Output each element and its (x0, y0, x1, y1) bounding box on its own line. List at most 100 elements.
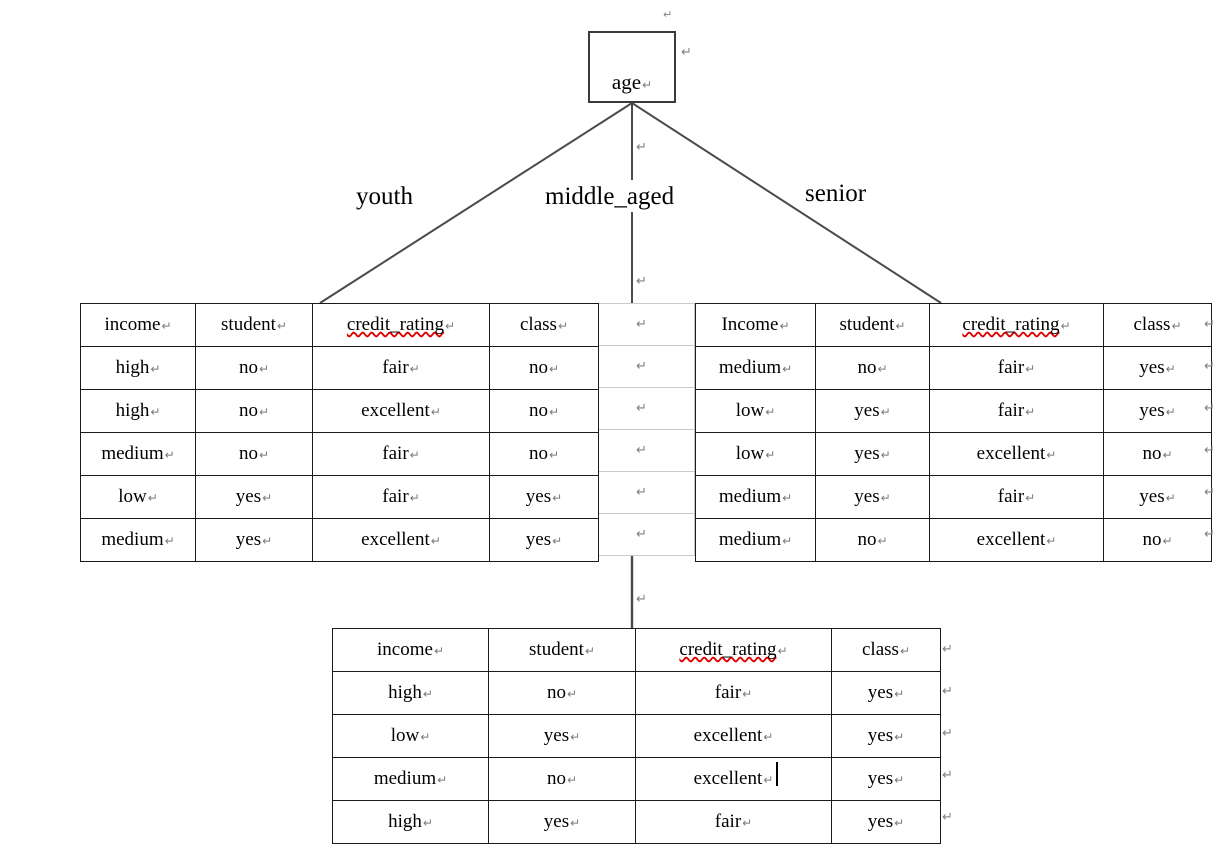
table-cell[interactable]: no↵ (195, 389, 313, 433)
paragraph-mark-icon: ↵ (1046, 448, 1057, 462)
table-cell[interactable]: low↵ (695, 389, 816, 433)
paragraph-mark-icon: ↵ (409, 448, 420, 462)
table-cell[interactable]: no↵ (195, 346, 313, 390)
table-gridline (588, 387, 695, 388)
table-cell[interactable]: fair↵ (312, 432, 490, 476)
table-cell[interactable]: yes↵ (489, 518, 599, 562)
table-header-cell[interactable]: income↵ (332, 628, 489, 672)
table-cell[interactable]: no↵ (1103, 518, 1212, 562)
table-cell[interactable]: high↵ (332, 671, 489, 715)
table-cell[interactable]: fair↵ (929, 475, 1104, 519)
table-header-row: income↵student↵credit_rating↵class↵ (80, 303, 599, 347)
table-cell[interactable]: medium↵ (80, 518, 196, 562)
table-cell[interactable]: high↵ (80, 346, 196, 390)
paragraph-mark-icon: ↵ (409, 362, 420, 376)
cell-value: yes (235, 486, 262, 507)
table-cell[interactable]: medium↵ (695, 518, 816, 562)
header-label: credit_rating (679, 639, 777, 660)
table-header-cell[interactable]: student↵ (488, 628, 636, 672)
table-cell[interactable]: no↵ (815, 346, 930, 390)
table-cell[interactable]: medium↵ (695, 475, 816, 519)
table-cell[interactable]: high↵ (80, 389, 196, 433)
table-row: medium↵yes↵excellent↵yes↵ (80, 518, 599, 562)
cell-value: fair (997, 400, 1025, 421)
cell-value: no (857, 529, 877, 550)
table-cell[interactable]: yes↵ (815, 432, 930, 476)
cell-value: no (546, 682, 566, 703)
table-cell[interactable]: fair↵ (312, 346, 490, 390)
table-cell[interactable]: no↵ (489, 346, 599, 390)
table-cell[interactable]: low↵ (695, 432, 816, 476)
table-header-cell[interactable]: class↵ (1103, 303, 1212, 347)
table-gridline (588, 345, 695, 346)
table-cell[interactable]: no↵ (489, 389, 599, 433)
paragraph-mark-icon: ↵ (147, 491, 158, 505)
table-cell[interactable]: no↵ (1103, 432, 1212, 476)
cell-value: fair (382, 443, 409, 464)
table-gridline (588, 303, 695, 304)
table-cell[interactable]: yes↵ (1103, 475, 1212, 519)
table-cell[interactable]: yes↵ (831, 671, 941, 715)
paragraph-mark-icon: ↵ (894, 816, 905, 830)
table-cell[interactable]: yes↵ (488, 714, 636, 758)
table-cell[interactable]: yes↵ (815, 389, 930, 433)
table-cell[interactable]: low↵ (80, 475, 196, 519)
table-cell[interactable]: yes↵ (831, 714, 941, 758)
table-header-cell[interactable]: class↵ (489, 303, 599, 347)
table-cell[interactable]: no↵ (815, 518, 930, 562)
table-cell[interactable]: high↵ (332, 800, 489, 844)
table-row: medium↵no↵excellent↵no↵ (695, 518, 1212, 562)
table-cell[interactable]: excellent↵ (635, 757, 832, 801)
paragraph-mark-icon: ↵ (942, 642, 953, 657)
table-cell[interactable]: excellent↵ (635, 714, 832, 758)
paragraph-mark-icon: ↵ (942, 684, 953, 699)
table-header-cell[interactable]: student↵ (195, 303, 313, 347)
paragraph-mark-icon: ↵ (1204, 527, 1215, 542)
branch-label-senior: senior (801, 180, 871, 208)
table-cell[interactable]: yes↵ (195, 475, 313, 519)
table-cell[interactable]: excellent↵ (312, 389, 490, 433)
table-cell[interactable]: no↵ (488, 757, 636, 801)
cell-value: medium (718, 529, 782, 550)
table-cell[interactable]: yes↵ (195, 518, 313, 562)
table-cell[interactable]: yes↵ (815, 475, 930, 519)
table-cell[interactable]: no↵ (195, 432, 313, 476)
table-cell[interactable]: fair↵ (635, 800, 832, 844)
table-cell[interactable]: medium↵ (332, 757, 489, 801)
table-cell[interactable]: medium↵ (80, 432, 196, 476)
header-label: class (520, 314, 557, 335)
table-cell[interactable]: yes↵ (1103, 346, 1212, 390)
table-cell[interactable]: fair↵ (929, 389, 1104, 433)
table-cell[interactable]: low↵ (332, 714, 489, 758)
table-header-cell[interactable]: credit_rating↵ (635, 628, 832, 672)
paragraph-mark-icon: ↵ (1025, 362, 1036, 376)
table-cell[interactable]: no↵ (488, 671, 636, 715)
table-cell[interactable]: medium↵ (695, 346, 816, 390)
table-header-cell[interactable]: income↵ (80, 303, 196, 347)
paragraph-mark-icon: ↵ (164, 448, 175, 462)
paragraph-mark-icon: ↵ (899, 644, 910, 658)
table-cell[interactable]: fair↵ (929, 346, 1104, 390)
table-header-cell[interactable]: credit_rating↵ (312, 303, 490, 347)
paragraph-mark-icon: ↵ (765, 405, 776, 419)
paragraph-mark-icon: ↵ (782, 362, 793, 376)
table-cell[interactable]: excellent↵ (929, 432, 1104, 476)
table-cell[interactable]: yes↵ (831, 757, 941, 801)
table-cell[interactable]: yes↵ (488, 800, 636, 844)
table-body: income↵student↵credit_rating↵class↵high↵… (332, 628, 941, 844)
paragraph-mark-icon: ↵ (663, 8, 673, 21)
table-cell[interactable]: yes↵ (831, 800, 941, 844)
paragraph-mark-icon: ↵ (1204, 317, 1215, 332)
table-cell[interactable]: yes↵ (489, 475, 599, 519)
table-cell[interactable]: yes↵ (1103, 389, 1212, 433)
table-cell[interactable]: fair↵ (635, 671, 832, 715)
table-header-cell[interactable]: student↵ (815, 303, 930, 347)
table-cell[interactable]: fair↵ (312, 475, 490, 519)
table-cell[interactable]: excellent↵ (312, 518, 490, 562)
table-header-cell[interactable]: Income↵ (695, 303, 816, 347)
table-header-cell[interactable]: class↵ (831, 628, 941, 672)
root-node-age[interactable]: age↵ (588, 31, 676, 103)
table-cell[interactable]: no↵ (489, 432, 599, 476)
table-header-cell[interactable]: credit_rating↵ (929, 303, 1104, 347)
table-cell[interactable]: excellent↵ (929, 518, 1104, 562)
